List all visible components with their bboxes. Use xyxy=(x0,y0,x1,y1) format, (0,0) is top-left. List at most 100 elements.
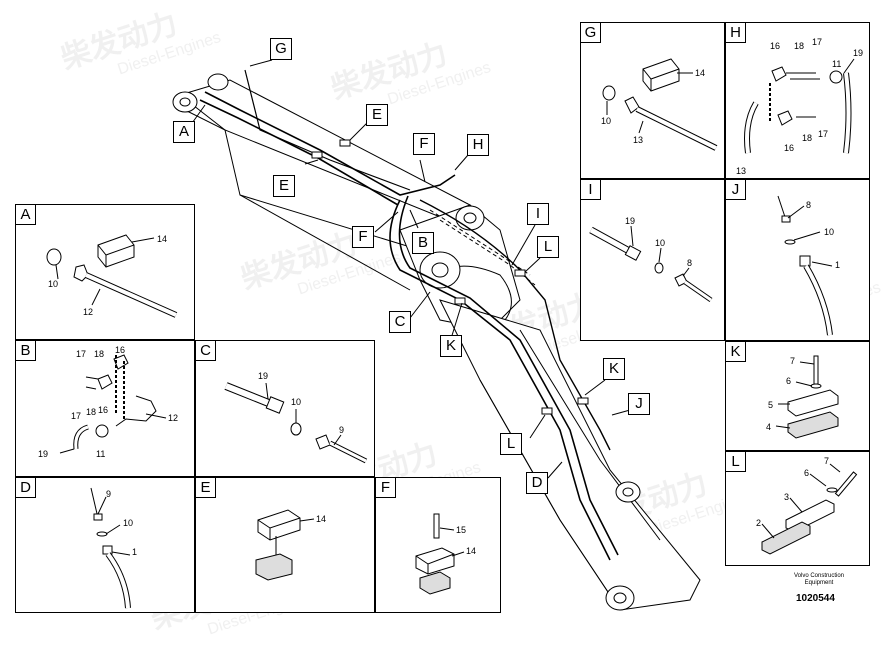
part-number: 10 xyxy=(291,397,301,407)
part-number: 9 xyxy=(339,425,344,435)
boom-assembly-drawing xyxy=(172,59,701,611)
part-number: 19 xyxy=(853,48,863,58)
part-number: 9 xyxy=(106,489,111,499)
callout-h: H xyxy=(467,134,489,156)
part-number: 8 xyxy=(687,258,692,268)
callout-e: E xyxy=(366,104,388,126)
detail-panel-d: D 9 10 1 xyxy=(15,477,195,613)
part-number: 17 xyxy=(76,349,86,359)
part-number: 19 xyxy=(625,216,635,226)
part-number: 14 xyxy=(466,546,476,556)
panel-label: D xyxy=(16,478,36,498)
detail-panel-i: I 19 10 8 xyxy=(580,179,725,341)
part-number: 4 xyxy=(766,422,771,432)
part-number: 17 xyxy=(71,411,81,421)
part-number: 10 xyxy=(48,279,58,289)
part-number: 6 xyxy=(804,468,809,478)
part-number: 14 xyxy=(695,68,705,78)
detail-drawing: 17 18 16 17 18 16 12 19 11 xyxy=(38,345,178,459)
callout-i: I xyxy=(527,203,549,225)
callout-g: G xyxy=(270,38,292,60)
panel-label: I xyxy=(581,180,601,200)
panel-label: F xyxy=(376,478,396,498)
part-number: 10 xyxy=(123,518,133,528)
part-number: 10 xyxy=(601,116,611,126)
callout-j: J xyxy=(628,393,650,415)
part-number: 15 xyxy=(456,525,466,535)
detail-drawing: 7 6 3 2 xyxy=(756,456,858,555)
part-number: 14 xyxy=(316,514,326,524)
detail-drawing: 14 xyxy=(255,509,326,581)
part-number: 16 xyxy=(115,345,125,355)
panel-label: G xyxy=(581,23,601,43)
callout-f: F xyxy=(352,226,374,248)
panel-label: H xyxy=(726,23,746,43)
part-number: 19 xyxy=(258,371,268,381)
part-number: 17 xyxy=(818,129,828,139)
detail-drawing: 9 10 1 xyxy=(90,487,137,609)
part-number: 6 xyxy=(786,376,791,386)
detail-drawing: 16 18 17 11 19 13 16 18 17 xyxy=(736,37,863,176)
part-number: 18 xyxy=(794,41,804,51)
part-number: 13 xyxy=(736,166,746,176)
part-number: 16 xyxy=(784,143,794,153)
detail-panel-f: F 15 14 xyxy=(375,477,501,613)
part-number: 3 xyxy=(784,492,789,502)
part-number: 19 xyxy=(38,449,48,459)
panel-label: C xyxy=(196,341,216,361)
part-number: 11 xyxy=(96,449,105,459)
detail-panel-h: H 16 18 17 11 19 13 16 18 17 xyxy=(725,22,870,179)
callout-k: K xyxy=(603,358,625,380)
part-number: 2 xyxy=(756,518,761,528)
part-number: 10 xyxy=(655,238,665,248)
panel-label: B xyxy=(16,341,36,361)
detail-panel-l: L 7 6 3 2 xyxy=(725,451,870,566)
callout-b: B xyxy=(412,232,434,254)
detail-panel-e: E 14 xyxy=(195,477,375,613)
callout-k: K xyxy=(440,335,462,357)
detail-panel-c: C 19 10 9 xyxy=(195,340,375,477)
part-number: 16 xyxy=(98,405,108,415)
part-number: 16 xyxy=(770,41,780,51)
callout-d: D xyxy=(526,472,548,494)
part-number: 13 xyxy=(633,135,643,145)
part-number: 14 xyxy=(157,234,167,244)
detail-drawing: 14 10 13 xyxy=(601,58,718,151)
part-number: 1 xyxy=(835,260,840,270)
callout-f: F xyxy=(413,133,435,155)
detail-drawing: 8 10 1 xyxy=(777,195,840,336)
detail-drawing: 14 10 12 xyxy=(46,234,178,318)
callout-a: A xyxy=(173,121,195,143)
detail-panel-j: J 8 10 1 xyxy=(725,179,870,341)
part-number: 18 xyxy=(86,407,96,417)
part-number: 1 xyxy=(132,547,137,557)
detail-drawing: 7 6 5 4 xyxy=(766,355,839,439)
part-number: 18 xyxy=(802,133,812,143)
panel-label: J xyxy=(726,180,746,200)
detail-panel-k: K 7 6 5 4 xyxy=(725,341,870,451)
panel-label: K xyxy=(726,342,746,362)
part-number: 8 xyxy=(806,200,811,210)
part-number: 12 xyxy=(83,307,93,317)
detail-panel-a: A 14 10 12 xyxy=(15,204,195,340)
part-number: 17 xyxy=(812,37,822,47)
part-number: 12 xyxy=(168,413,178,423)
callout-l: L xyxy=(500,433,522,455)
callout-c: C xyxy=(389,311,411,333)
detail-drawing: 15 14 xyxy=(415,513,476,595)
detail-drawing: 19 10 8 xyxy=(589,216,713,303)
part-number: 11 xyxy=(832,59,841,69)
panel-label: L xyxy=(726,452,746,472)
part-number: 7 xyxy=(790,356,795,366)
company-caption: Volvo Construction Equipment xyxy=(793,573,845,586)
callout-l: L xyxy=(537,236,559,258)
drawing-number: 1020544 xyxy=(796,593,835,604)
detail-panel-b: B 17 18 16 17 18 16 12 19 xyxy=(15,340,195,477)
detail-panel-g: G 14 10 13 xyxy=(580,22,725,179)
part-number: 18 xyxy=(94,349,104,359)
panel-label: E xyxy=(196,478,216,498)
panel-label: A xyxy=(16,205,36,225)
callout-e: E xyxy=(273,175,295,197)
detail-drawing: 19 10 9 xyxy=(224,371,368,464)
